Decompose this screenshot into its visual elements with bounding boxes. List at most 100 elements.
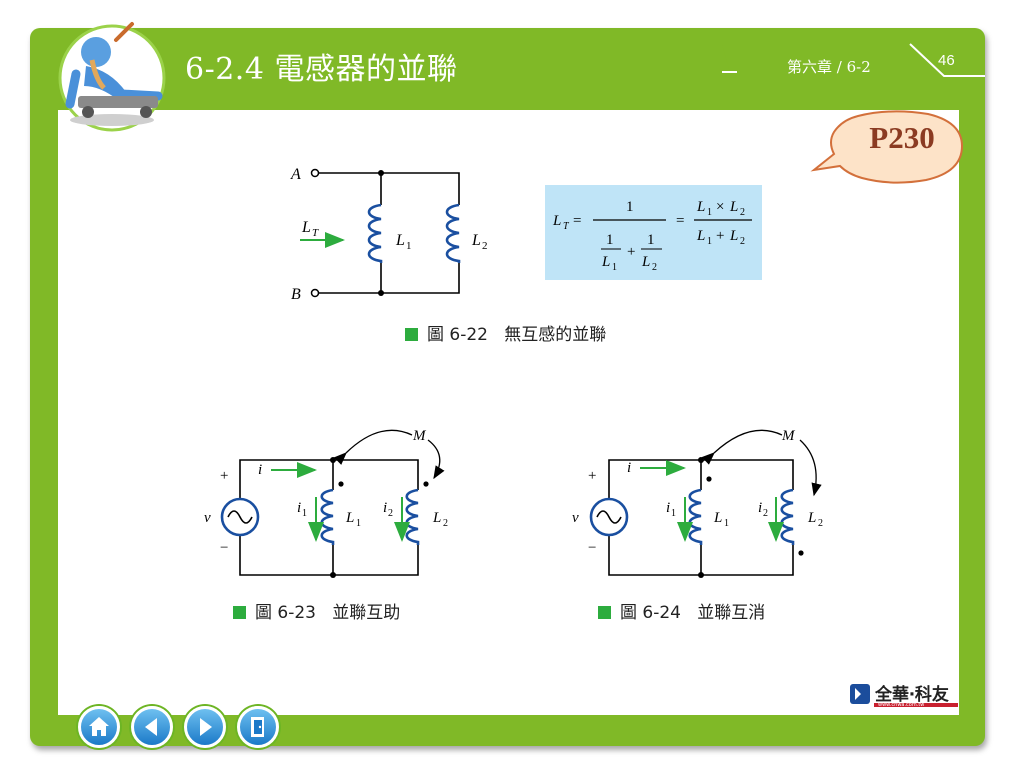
caption-title: 並聯互消 — [697, 603, 766, 623]
chapter-text: 第六章 / 6-2 — [787, 58, 871, 76]
next-icon — [200, 718, 212, 736]
svg-text:i: i — [383, 500, 387, 516]
figure-6-22-circuit: A B L T L 1 L 2 — [290, 166, 488, 303]
coil-l2 — [445, 203, 461, 263]
svg-text:L: L — [641, 254, 650, 270]
svg-text:−: − — [220, 540, 228, 556]
callout-page-ref: P230 — [869, 120, 935, 155]
exit-icon — [251, 717, 264, 737]
caption-figure-6-24: 圖 6-24 並聯互消 — [598, 598, 765, 623]
next-button[interactable] — [184, 706, 226, 748]
svg-text:+: + — [588, 468, 596, 484]
svg-text:2: 2 — [763, 508, 768, 519]
label-l2-sub: 2 — [482, 240, 488, 252]
coil-l2 — [405, 488, 420, 545]
svg-text:1: 1 — [606, 232, 614, 248]
content-area — [58, 110, 959, 715]
svg-text:×: × — [716, 199, 724, 215]
label-l1: L — [395, 232, 405, 249]
dot-l1 — [338, 481, 344, 487]
caption-figure-6-23: 圖 6-23 並聯互助 — [233, 598, 400, 623]
svg-text:+: + — [627, 244, 635, 260]
mascot-icon — [65, 22, 163, 126]
svg-text:+: + — [220, 468, 228, 484]
svg-text:−: − — [588, 540, 596, 556]
coil-l1 — [367, 203, 383, 263]
label-l2: L — [471, 232, 481, 249]
svg-text:1: 1 — [612, 262, 617, 273]
label-a: A — [290, 166, 301, 183]
svg-text:L: L — [729, 199, 738, 215]
caption-bullet — [233, 606, 246, 619]
svg-text:i: i — [758, 500, 762, 516]
svg-text:1: 1 — [707, 236, 712, 247]
caption-title: 並聯互助 — [332, 603, 401, 623]
previous-button[interactable] — [131, 706, 173, 748]
svg-text:i: i — [627, 460, 631, 476]
home-button[interactable] — [78, 706, 120, 748]
chapter-label: 第六章 / 6-2 — [725, 52, 920, 80]
caption-bullet — [405, 328, 418, 341]
home-icon — [89, 717, 109, 736]
page-title: 6-2.4 電感器的並聯 — [185, 52, 458, 87]
caption-number: 圖 6-23 — [255, 603, 316, 623]
svg-text:i: i — [297, 500, 301, 516]
callout-bubble — [810, 110, 964, 184]
svg-text:1: 1 — [671, 508, 676, 519]
svg-text:L: L — [601, 254, 610, 270]
svg-text:v: v — [572, 510, 579, 526]
label-l1-sub: 1 — [406, 240, 412, 252]
svg-text:L: L — [807, 510, 816, 526]
svg-text:L: L — [696, 228, 705, 244]
svg-text:1: 1 — [356, 518, 361, 529]
svg-text:=: = — [573, 213, 581, 229]
svg-text:i: i — [666, 500, 670, 516]
caption-number: 圖 6-22 — [427, 325, 488, 345]
svg-text:v: v — [204, 510, 211, 526]
svg-text:i: i — [258, 462, 262, 478]
coil-l2 — [780, 488, 795, 545]
svg-text:M: M — [412, 428, 427, 444]
svg-text:L: L — [729, 228, 738, 244]
svg-text:+: + — [716, 228, 724, 244]
svg-text:2: 2 — [443, 518, 448, 529]
coil-l1 — [688, 488, 703, 545]
svg-text:L: L — [552, 213, 561, 229]
svg-text:L: L — [345, 510, 354, 526]
publisher-url: www.chwa.com.tw — [878, 702, 925, 708]
previous-icon — [145, 718, 157, 736]
caption-title: 無互感的並聯 — [504, 325, 607, 345]
figure-6-23-circuit: M + − v i i 1 i 2 L 1 L 2 — [204, 428, 448, 578]
publisher-name: 全華‧科友 — [875, 685, 949, 705]
svg-text:T: T — [563, 221, 570, 232]
svg-text:L: L — [696, 199, 705, 215]
coil-l1 — [320, 488, 335, 545]
svg-text:1: 1 — [724, 518, 729, 529]
svg-text:1: 1 — [302, 508, 307, 519]
caption-figure-6-22: 圖 6-22 無互感的並聯 — [405, 320, 606, 345]
publisher-logo-icon — [850, 684, 958, 707]
svg-text:2: 2 — [740, 236, 745, 247]
dot-l1 — [706, 476, 712, 482]
dot-l2 — [798, 550, 804, 556]
label-lt-sub: T — [312, 227, 319, 239]
formula-lt: L T = 1 1 L 1 + 1 L 2 = L 1 × L 2 L 1 + … — [552, 199, 752, 273]
svg-text:2: 2 — [652, 262, 657, 273]
svg-text:L: L — [713, 510, 722, 526]
dot-l2 — [423, 481, 429, 487]
caption-bullet — [598, 606, 611, 619]
caption-number: 圖 6-24 — [620, 603, 681, 623]
svg-text:L: L — [432, 510, 441, 526]
exit-button[interactable] — [237, 706, 279, 748]
terminal-a — [310, 168, 320, 178]
svg-text:2: 2 — [388, 508, 393, 519]
svg-text:2: 2 — [740, 207, 745, 218]
svg-text:1: 1 — [647, 232, 655, 248]
svg-text:2: 2 — [818, 518, 823, 529]
svg-text:1: 1 — [626, 199, 634, 215]
label-lt: L — [301, 219, 311, 236]
svg-text:M: M — [781, 428, 796, 444]
figure-6-24-circuit: M + − v i i 1 i 2 L 1 L 2 — [572, 428, 823, 578]
terminal-b — [310, 288, 320, 298]
